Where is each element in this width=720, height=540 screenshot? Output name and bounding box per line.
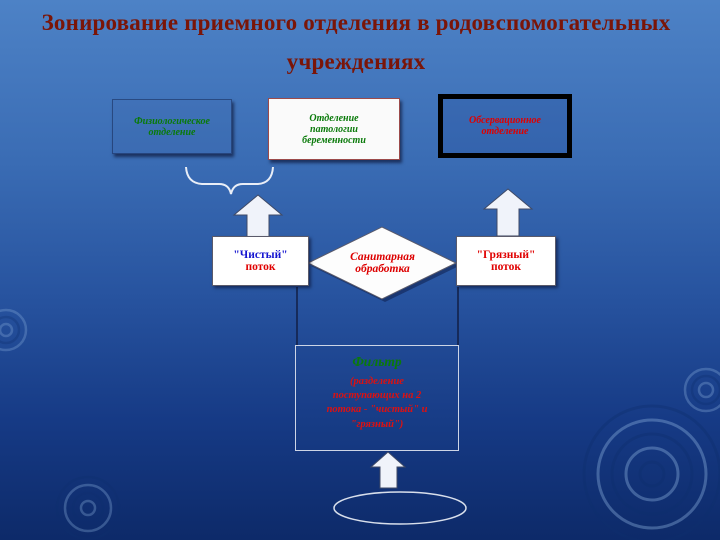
ripple-right-icon bbox=[683, 367, 720, 413]
filter-note: (разделение поступающих на 2 потока - "ч… bbox=[326, 376, 428, 430]
clean-flow-box: "Чистый" поток bbox=[212, 236, 309, 286]
title-line-1: Зонирование приемного отделения в родовс… bbox=[41, 10, 671, 35]
clean-flow-line1: "Чистый" bbox=[233, 249, 288, 261]
observation-label-line2: отделение bbox=[481, 126, 529, 137]
observation-label-line1: Обсервационное bbox=[469, 115, 541, 126]
department-box-observation: Обсервационное отделение bbox=[438, 94, 572, 158]
sanitary-line1: Санитарная bbox=[350, 251, 415, 263]
dirty-flow-up-arrow-icon bbox=[482, 188, 534, 237]
sanitary-line2: обработка bbox=[355, 263, 410, 275]
curly-brace-shape bbox=[185, 166, 274, 195]
filter-box: Фильтр (разделение поступающих на 2 пото… bbox=[295, 345, 459, 451]
clean-flow-up-arrow-icon bbox=[232, 194, 284, 239]
department-box-physiological: Физиологическое отделение bbox=[112, 99, 232, 154]
ripple-bottom-left-icon bbox=[55, 475, 121, 540]
ripple-left-icon bbox=[0, 308, 28, 352]
slide-title: Зонирование приемного отделения в родовс… bbox=[20, 10, 692, 76]
filter-entry-up-arrow-icon bbox=[369, 451, 407, 489]
title-line-2: учреждениях bbox=[286, 49, 426, 75]
clean-flow-line2: поток bbox=[245, 261, 276, 273]
sanitary-treatment-label: Санитарная обработка bbox=[312, 241, 453, 285]
ripple-bottom-right-icon bbox=[582, 404, 720, 540]
pathology-label-line2: патологии bbox=[310, 123, 358, 135]
physiological-label-line2: отделение bbox=[148, 126, 196, 138]
filter-title: Фильтр bbox=[352, 354, 402, 369]
physiological-label-line1: Физиологическое bbox=[134, 115, 210, 127]
dirty-flow-line1: "Грязный" bbox=[476, 249, 536, 261]
pathology-label-line3: беременности bbox=[302, 134, 366, 146]
pathology-label-line1: Отделение bbox=[309, 112, 359, 124]
dirty-flow-line2: поток bbox=[490, 261, 522, 273]
department-box-pathology: Отделение патологии беременности bbox=[268, 98, 400, 160]
dirty-flow-box: "Грязный" поток bbox=[456, 236, 556, 286]
entrance-ellipse-shape bbox=[333, 491, 467, 525]
